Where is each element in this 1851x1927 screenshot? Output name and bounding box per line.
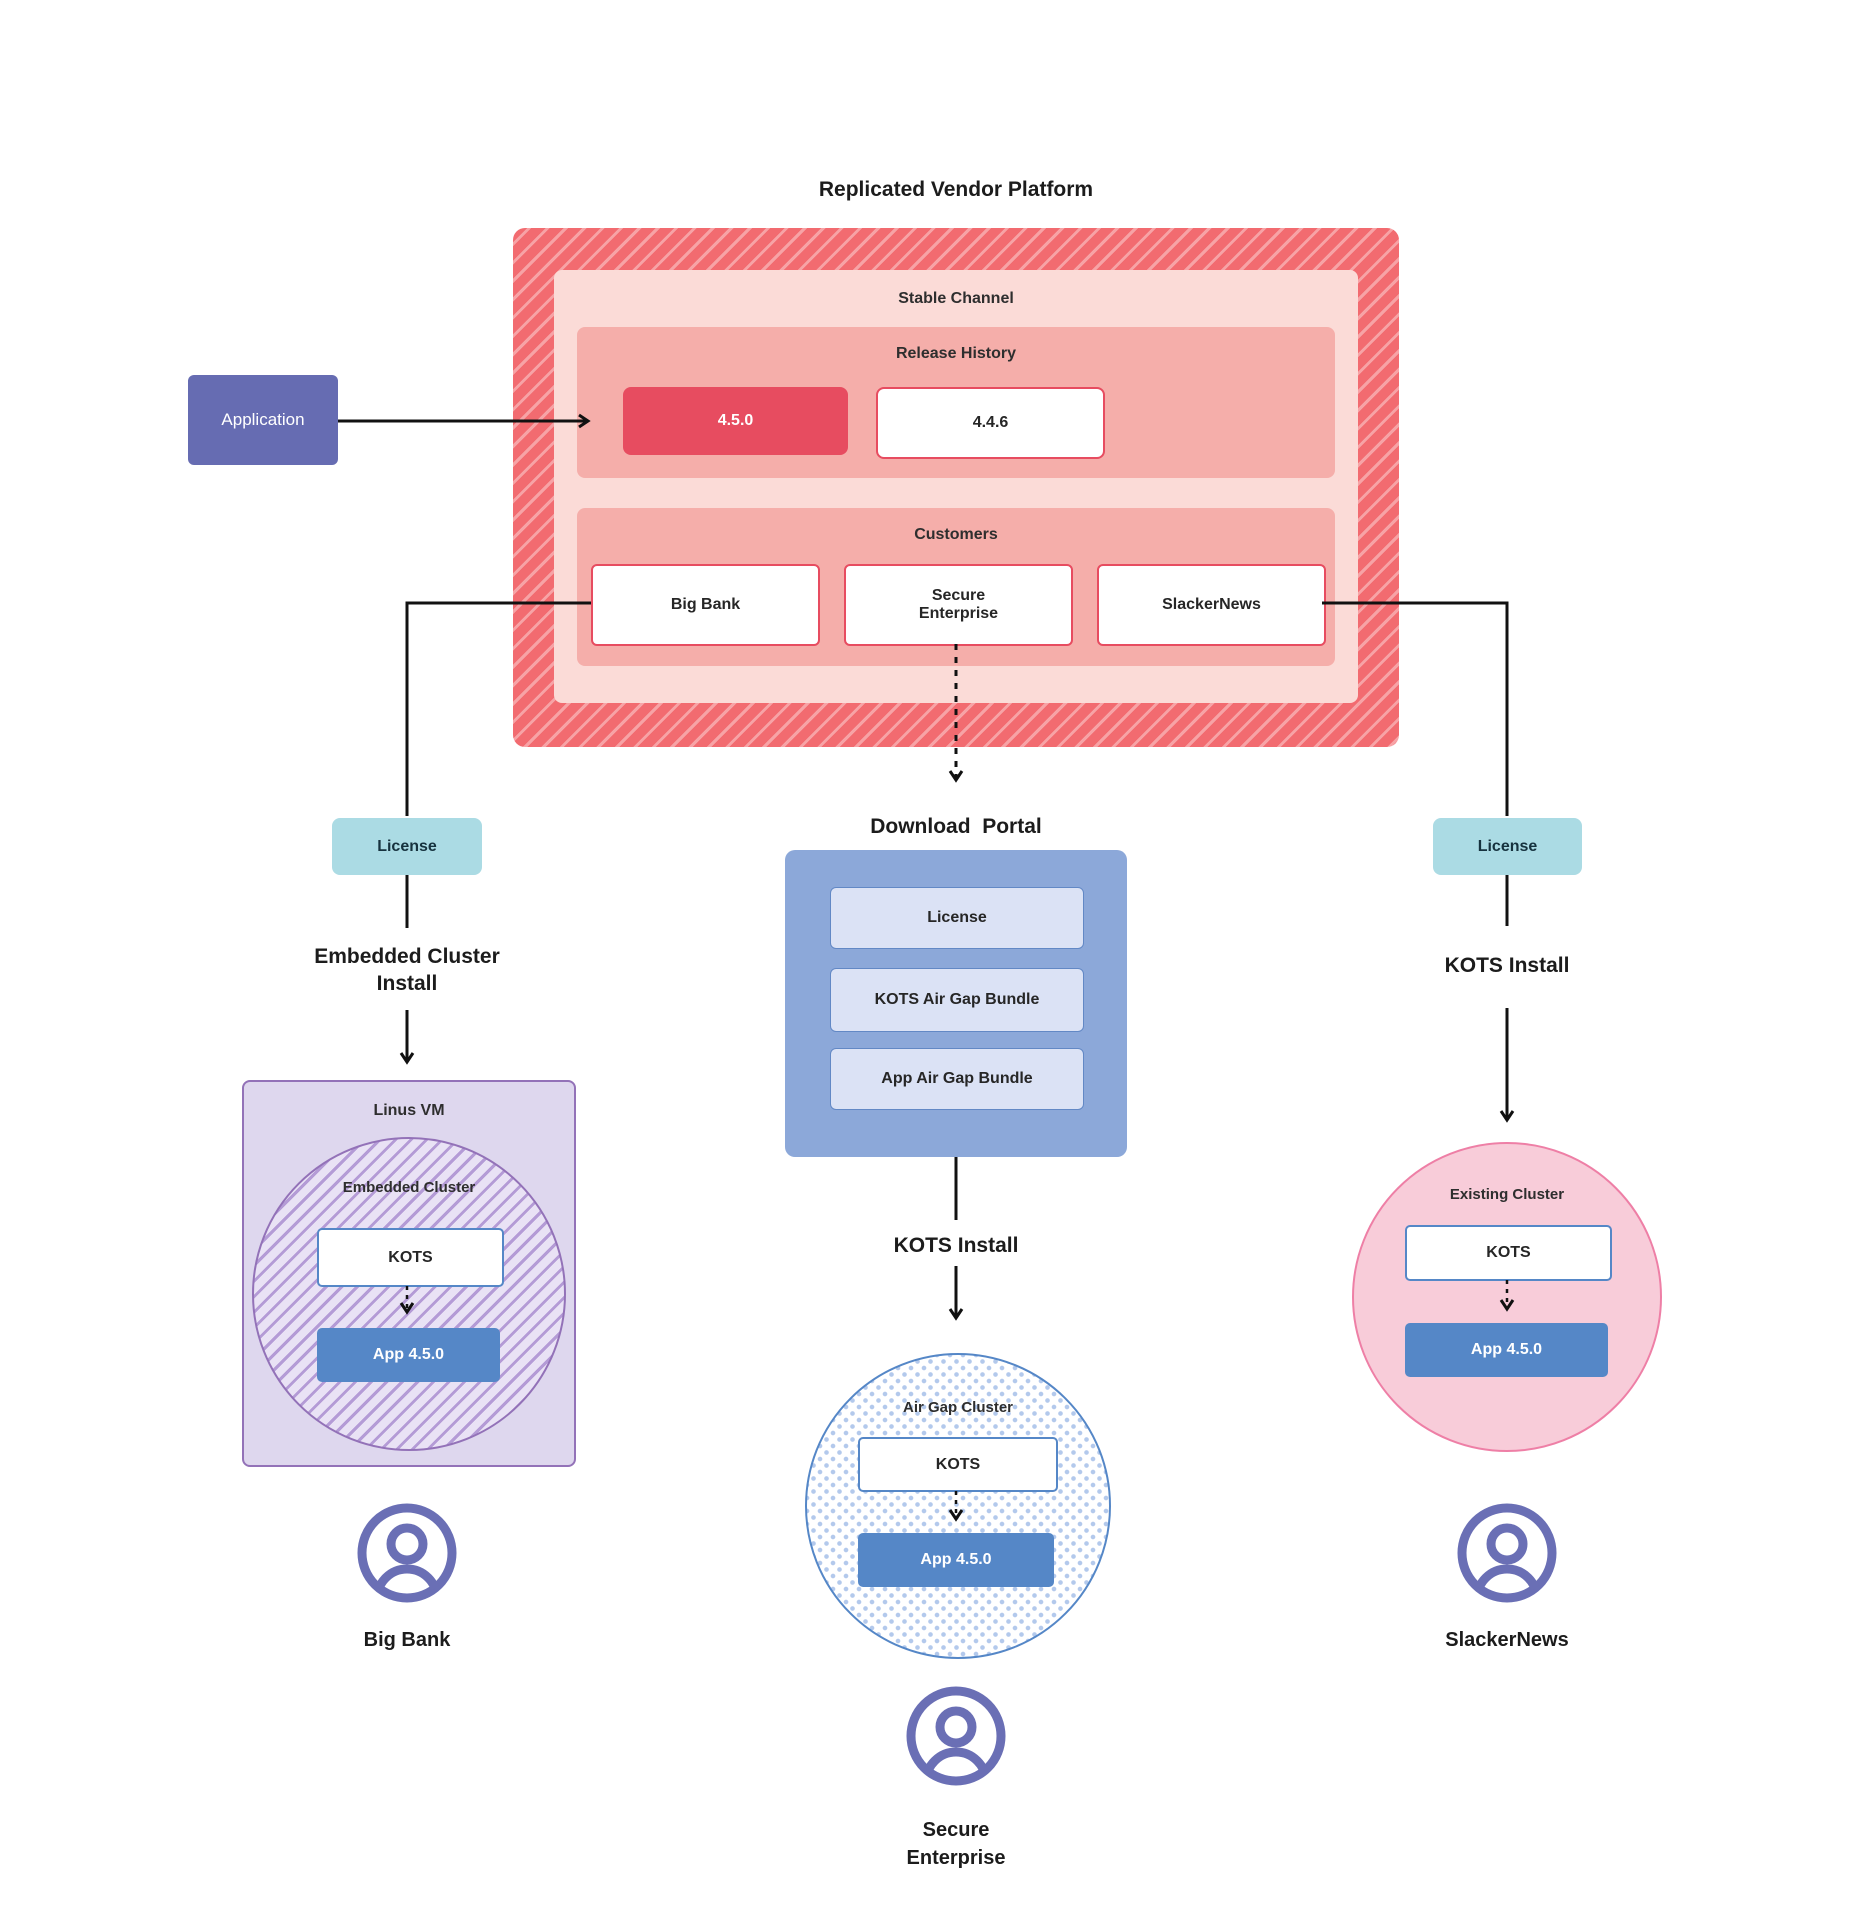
release-version-450: 4.5.0: [623, 387, 848, 455]
customer-big-bank: Big Bank: [591, 564, 820, 646]
bundle-license-label: License: [927, 909, 987, 926]
stable-channel-label: Stable Channel: [898, 290, 1014, 307]
app-box-right: App 4.5.0: [1405, 1323, 1608, 1377]
bundle-app-airgap-label: App Air Gap Bundle: [881, 1070, 1033, 1087]
kots-box-center: KOTS: [858, 1437, 1058, 1492]
kots-box-center-label: KOTS: [935, 1455, 981, 1473]
release-version-446: 4.4.6: [876, 387, 1105, 459]
license-chip-left-label: License: [377, 837, 437, 855]
license-chip-right: License: [1433, 818, 1582, 875]
page-title: Replicated Vendor Platform: [818, 178, 1094, 201]
customer-secure-enterprise-label: Secure Enterprise: [918, 587, 999, 622]
customers-label: Customers: [914, 526, 998, 543]
customer-big-bank-label: Big Bank: [670, 596, 741, 613]
kots-install-label-center: KOTS Install: [893, 1233, 1019, 1257]
air-gap-cluster-circle: Air Gap Cluster: [805, 1353, 1111, 1659]
existing-cluster-circle: Existing Cluster: [1352, 1142, 1662, 1452]
kots-box-right-label: KOTS: [1486, 1244, 1531, 1261]
kots-box-left: KOTS: [317, 1228, 504, 1287]
customer-slackernews: SlackerNews: [1097, 564, 1326, 646]
customer-slackernews-label: SlackerNews: [1162, 596, 1261, 613]
app-box-left-label: App 4.5.0: [372, 1346, 445, 1363]
download-portal-label: Download Portal: [870, 814, 1042, 838]
app-box-center-label: App 4.5.0: [920, 1551, 992, 1568]
embedded-cluster-install-label: Embedded Cluster Install: [314, 945, 500, 995]
bundle-kots-airgap-label: KOTS Air Gap Bundle: [874, 991, 1040, 1008]
bundle-app-airgap: App Air Gap Bundle: [830, 1048, 1084, 1110]
kots-box-left-label: KOTS: [388, 1248, 433, 1266]
linus-vm-label: Linus VM: [373, 1102, 445, 1119]
bundle-kots-airgap: KOTS Air Gap Bundle: [830, 968, 1084, 1032]
customers-container: Customers Big Bank Secure Enterprise Sla…: [577, 508, 1335, 666]
embedded-cluster-circle: Embedded Cluster: [252, 1137, 566, 1451]
stable-channel-container: Stable Channel Release History 4.5.0 4.4…: [554, 270, 1358, 703]
person-icon: [1457, 1503, 1557, 1603]
release-history-container: Release History 4.5.0 4.4.6: [577, 327, 1335, 478]
person-icon: [357, 1503, 457, 1603]
application-label: Application: [221, 410, 305, 429]
bundle-license: License: [830, 887, 1084, 949]
customer-secure-enterprise: Secure Enterprise: [844, 564, 1073, 646]
user-name-big-bank: Big Bank: [363, 1629, 451, 1651]
app-box-right-label: App 4.5.0: [1470, 1341, 1543, 1358]
user-name-slackernews: SlackerNews: [1445, 1629, 1569, 1651]
app-box-left: App 4.5.0: [317, 1328, 500, 1382]
kots-box-right: KOTS: [1405, 1225, 1612, 1281]
app-box-center: App 4.5.0: [858, 1533, 1054, 1587]
existing-cluster-label: Existing Cluster: [1449, 1186, 1565, 1203]
embedded-cluster-label: Embedded Cluster: [342, 1179, 476, 1196]
user-name-secure-enterprise: Secure Enterprise: [906, 1819, 1006, 1869]
air-gap-cluster-label: Air Gap Cluster: [902, 1399, 1014, 1416]
download-portal-container: License KOTS Air Gap Bundle App Air Gap …: [785, 850, 1127, 1157]
license-chip-left: License: [332, 818, 482, 875]
kots-install-label-right: KOTS Install: [1444, 953, 1570, 977]
person-icon: [906, 1686, 1006, 1786]
release-history-label: Release History: [895, 345, 1017, 362]
license-chip-right-label: License: [1477, 837, 1538, 855]
application-node: Application: [188, 375, 338, 465]
